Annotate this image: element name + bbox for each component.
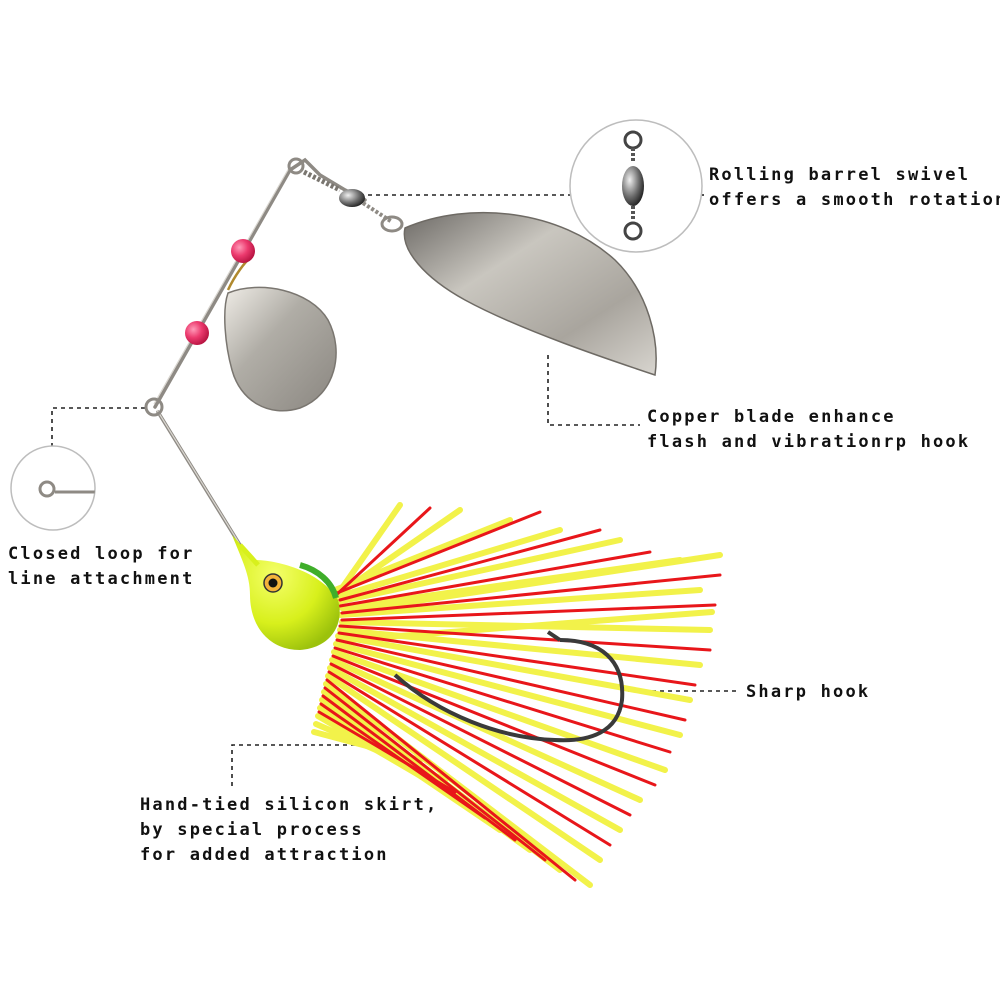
wire-highlight — [153, 167, 290, 544]
swivel-callout: Rolling barrel swivel offers a smooth ro… — [709, 163, 1000, 213]
swivel-detail-circle — [569, 119, 703, 253]
wire-loop-top — [287, 157, 342, 193]
line-tie-loop — [144, 397, 164, 417]
skirt-callout: Hand-tied silicon skirt, by special proc… — [140, 793, 438, 868]
blade-callout: Copper blade enhance flash and vibration… — [647, 405, 970, 455]
hook-callout: Sharp hook — [746, 680, 870, 705]
swivel-callout-line-1: Rolling barrel swivel — [709, 165, 971, 185]
colorado-blade — [224, 286, 337, 412]
blade-leader-line — [547, 355, 640, 426]
swivel-callout-line-2: offers a smooth rotation — [709, 190, 1000, 210]
blade-callout-line-2: flash and vibrationrp hook — [647, 432, 971, 452]
loop-callout: Closed loop for line attachment — [8, 542, 195, 592]
loop-callout-line-2: line attachment — [8, 569, 195, 589]
swivel-on-wire — [339, 189, 404, 233]
skirt-callout-line-3: for added attraction — [140, 845, 389, 865]
bead-lower — [185, 321, 209, 345]
loop-detail-circle — [10, 445, 96, 531]
skirt-callout-line-2: by special process — [140, 820, 364, 840]
silicone-skirt — [311, 502, 723, 888]
bead-upper — [231, 239, 255, 263]
blade-callout-line-1: Copper blade enhance — [647, 407, 896, 427]
loop-leader-line — [51, 407, 145, 446]
leader-lines — [51, 194, 740, 790]
skirt-leader-line — [231, 744, 395, 790]
loop-callout-line-1: Closed loop for — [8, 544, 195, 564]
hook-callout-line-1: Sharp hook — [746, 682, 871, 702]
skirt-callout-line-1: Hand-tied silicon skirt, — [140, 795, 439, 815]
hook-shape — [393, 638, 625, 743]
willow-blade — [403, 211, 657, 376]
